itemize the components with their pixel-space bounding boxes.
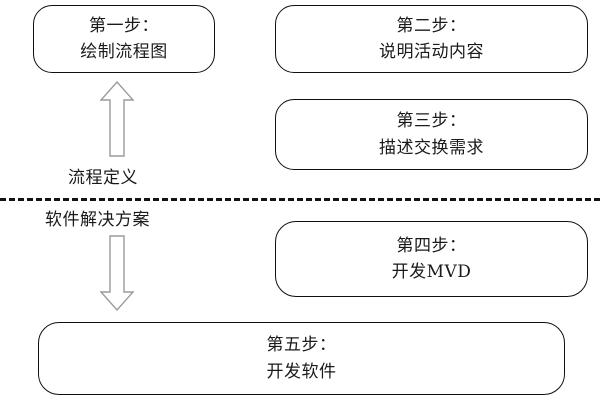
step-3-detail: 描述交换需求 bbox=[379, 137, 484, 158]
step-5-detail: 开发软件 bbox=[266, 361, 337, 382]
step-4-heading: 第四步： bbox=[396, 235, 467, 256]
section-divider bbox=[0, 198, 600, 201]
step-5-heading: 第五步： bbox=[266, 335, 337, 356]
step-2-heading: 第二步： bbox=[396, 15, 467, 36]
step-box-2[interactable]: 第二步： 说明活动内容 bbox=[275, 5, 588, 73]
arrow-down-icon bbox=[99, 235, 135, 312]
software-solution-label: 软件解决方案 bbox=[45, 210, 150, 230]
step-box-4[interactable]: 第四步： 开发MVD bbox=[275, 221, 588, 297]
process-definition-label: 流程定义 bbox=[68, 168, 138, 188]
step-box-1[interactable]: 第一步： 绘制流程图 bbox=[33, 5, 215, 73]
step-box-3[interactable]: 第三步： 描述交换需求 bbox=[275, 99, 588, 170]
step-box-5[interactable]: 第五步： 开发软件 bbox=[38, 322, 565, 395]
step-2-detail: 说明活动内容 bbox=[379, 42, 484, 62]
arrow-up-icon bbox=[99, 80, 135, 157]
step-1-detail: 绘制流程图 bbox=[80, 42, 168, 62]
step-4-detail: 开发MVD bbox=[391, 262, 472, 282]
step-1-heading: 第一步： bbox=[89, 15, 159, 36]
step-3-heading: 第三步： bbox=[396, 111, 467, 132]
